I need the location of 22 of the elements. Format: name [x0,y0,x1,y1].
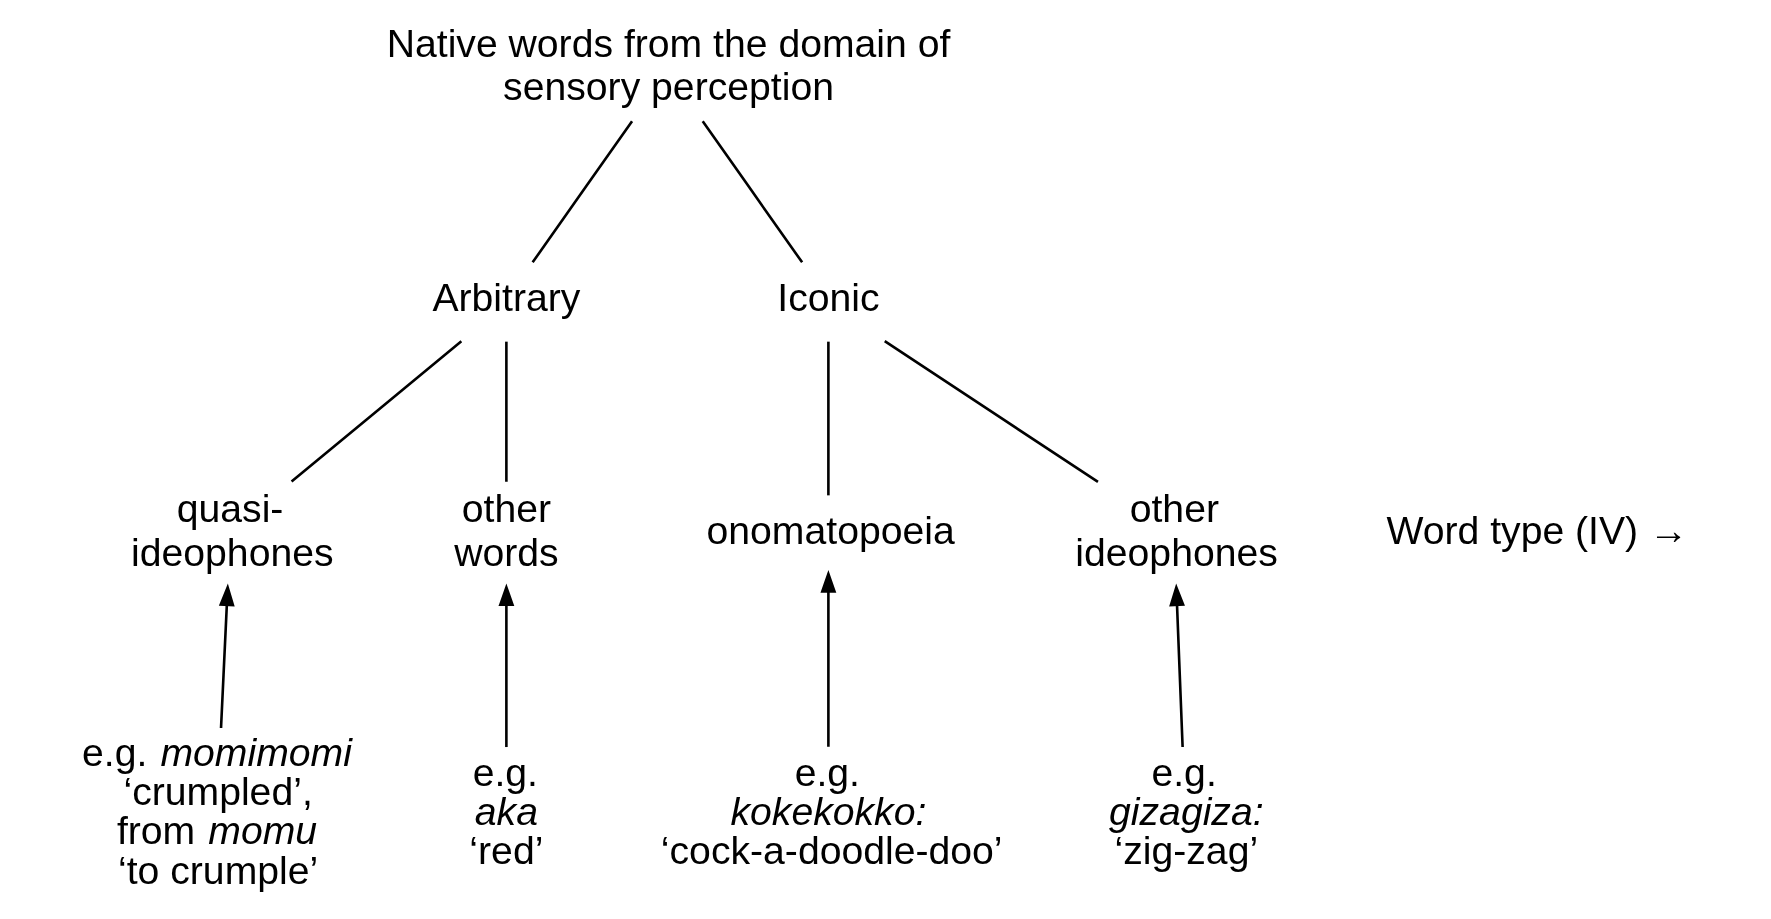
arrow [820,570,837,747]
node-text: onomatopoeia [706,509,955,553]
connector [531,120,634,264]
node-text: e.g. momimomi ‘crumpled’, from momu ‘to crumple’ [82,731,352,892]
arrow [1169,583,1185,748]
label: Word type (IV) → [1386,509,1689,553]
node-text: e.g. gizagiza: ‘zig-zag’ [1109,750,1264,872]
connector [505,341,508,482]
node-text: other ideophones [1075,487,1278,574]
connector [701,120,804,264]
node-text: Iconic [777,276,880,320]
connector [290,340,463,483]
node-text: Arbitrary [432,276,581,320]
node-text: other words [454,487,559,574]
arrow [218,583,235,729]
node-text: quasi- ideophones [131,487,334,574]
connector [827,341,830,496]
node-text: e.g. aka ‘red’ [469,750,544,872]
node-text: Native words from the domain of sensory perception [386,21,951,109]
connector [884,340,1099,484]
arrow [498,583,515,748]
node-text: e.g. kokekokko: ‘cock-a-doodle-doo’ [660,750,1003,872]
